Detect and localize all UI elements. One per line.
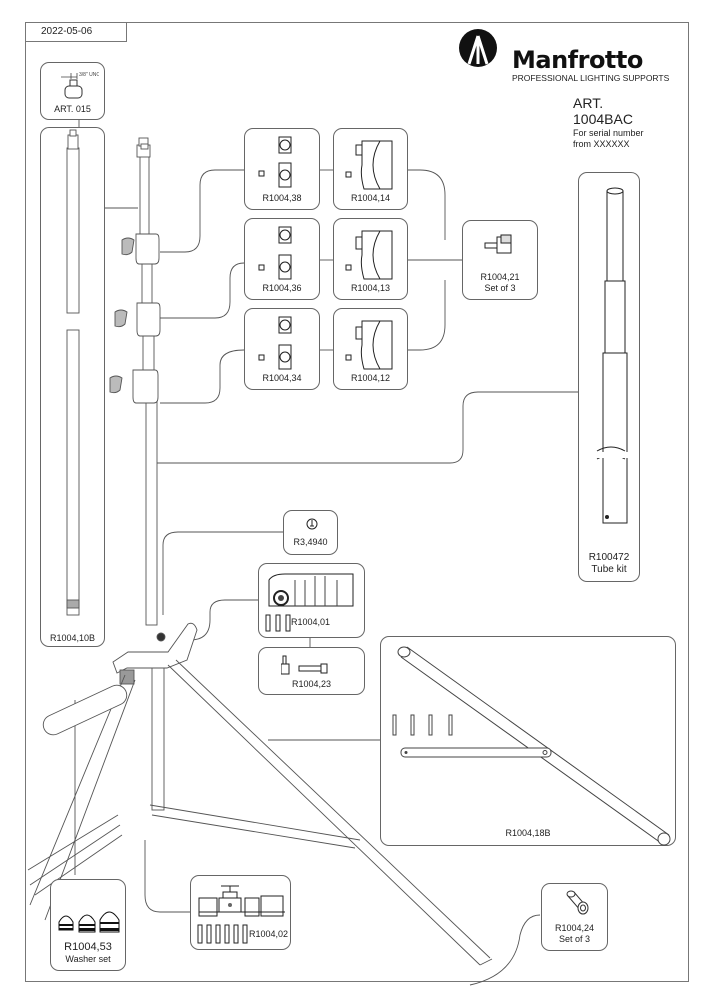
part-code: R100472	[588, 552, 630, 563]
part-code: R1004,53	[64, 941, 112, 953]
part-code: R1004,36	[262, 283, 302, 293]
connector-line	[144, 840, 190, 913]
serial-note: For serial number from XXXXXX	[573, 128, 644, 150]
article-title: ART. 1004BAC	[573, 95, 633, 127]
part-r1004-23[interactable]: R1004,23	[258, 647, 365, 695]
pins-icon	[197, 924, 248, 944]
part-note: Set of 3	[558, 934, 591, 944]
dimension-note: 3/8" UNC	[79, 72, 99, 78]
part-art-015[interactable]: 3/8" UNC ART. 015	[40, 62, 105, 120]
part-note: Washer set	[65, 954, 111, 964]
connector-line	[469, 914, 541, 986]
tube-kit-icon	[596, 187, 631, 524]
part-code: R1004,34	[262, 373, 302, 383]
connector-line	[155, 391, 578, 464]
part-r1004-12[interactable]: R1004,12	[333, 308, 408, 390]
spigot-adapter-icon: 3/8" UNC	[61, 72, 99, 99]
part-code-and-note: R1004,24 Set of 3	[542, 923, 607, 945]
connector-line	[189, 599, 258, 641]
article-label: ART.	[573, 95, 604, 111]
part-r1004-13[interactable]: R1004,13	[333, 218, 408, 300]
manfrotto-logo-icon	[459, 29, 497, 67]
part-r1004-38[interactable]: R1004,38	[244, 128, 320, 210]
washers-icon	[58, 911, 120, 933]
part-code: R1004,13	[350, 283, 391, 293]
part-r1004-01[interactable]: R1004,01	[258, 563, 365, 638]
clamp-lever-icon	[345, 320, 393, 370]
base-casting-icon	[198, 885, 285, 917]
part-r1004-10b[interactable]: R1004,10B	[40, 127, 105, 647]
part-code-and-note: R1004,21 Set of 3	[463, 272, 537, 294]
pins-icon	[265, 614, 291, 632]
part-r1004-18b[interactable]: R1004,18B	[380, 636, 676, 846]
part-r3-4940[interactable]: R3,4940	[283, 510, 338, 555]
leg-and-brace-icon	[392, 646, 671, 846]
part-r1004-21[interactable]: R1004,21 Set of 3	[462, 220, 538, 300]
part-code: ART. 015	[54, 104, 91, 114]
clamp-collar	[109, 233, 161, 404]
date-label: 2022-05-06	[25, 22, 127, 42]
connector-line	[162, 531, 283, 615]
knob-screw-icon	[484, 234, 512, 254]
part-code: R1004,10B	[49, 633, 96, 643]
connector-line	[160, 169, 244, 253]
article-number: 1004BAC	[573, 111, 633, 127]
leg-tube-drawing	[66, 129, 80, 616]
connector-line	[160, 262, 245, 319]
connector-line	[160, 349, 245, 404]
part-code: R1004,18B	[505, 828, 551, 838]
part-code: R1004,12	[350, 373, 391, 383]
hub-casting-icon	[268, 573, 354, 607]
brand-name: Manfrotto	[512, 46, 643, 74]
part-code: R1004,01	[291, 617, 331, 627]
serial-note-line1: For serial number	[573, 128, 644, 138]
part-r1004-24[interactable]: R1004,24 Set of 3	[541, 883, 608, 951]
part-r1004-14[interactable]: R1004,14	[333, 128, 408, 210]
clamp-lever-icon	[345, 140, 393, 190]
part-note: Tube kit	[591, 564, 627, 575]
bolt-icon	[281, 655, 328, 675]
part-code-and-note: R100472 Tube kit	[579, 552, 639, 576]
part-note: Set of 3	[484, 283, 516, 293]
part-code: R1004,38	[262, 193, 302, 203]
bushing-icon	[258, 226, 292, 280]
foot-cap-icon	[566, 890, 589, 915]
part-code: R1004,23	[291, 679, 332, 689]
bushing-icon	[258, 316, 292, 370]
part-r1004-53-washer-set[interactable]: R1004,53 Washer set	[50, 879, 126, 971]
serial-note-line2: from XXXXXX	[573, 139, 630, 149]
part-code: R1004,14	[350, 193, 391, 203]
connector-line	[408, 280, 446, 351]
clamp-lever-icon	[345, 230, 393, 280]
part-code: R1004,24	[554, 923, 595, 933]
part-code: R3,4940	[293, 537, 328, 547]
screw-icon	[306, 518, 318, 530]
part-r1004-02[interactable]: R1004,02	[190, 875, 291, 950]
part-r1004-36[interactable]: R1004,36	[244, 218, 320, 300]
tripod-legs	[27, 659, 493, 966]
brand-tagline: PROFESSIONAL LIGHTING SUPPORTS	[512, 73, 670, 83]
bushing-icon	[258, 136, 292, 188]
part-code: R1004,02	[249, 929, 289, 939]
drawing-frame	[25, 22, 689, 982]
part-r100472-tube-kit[interactable]: R100472 Tube kit	[578, 172, 640, 582]
part-code-and-note: R1004,53 Washer set	[51, 941, 125, 965]
part-r1004-34[interactable]: R1004,34	[244, 308, 320, 390]
connector-line	[408, 169, 446, 240]
part-code: R1004,21	[480, 272, 520, 282]
